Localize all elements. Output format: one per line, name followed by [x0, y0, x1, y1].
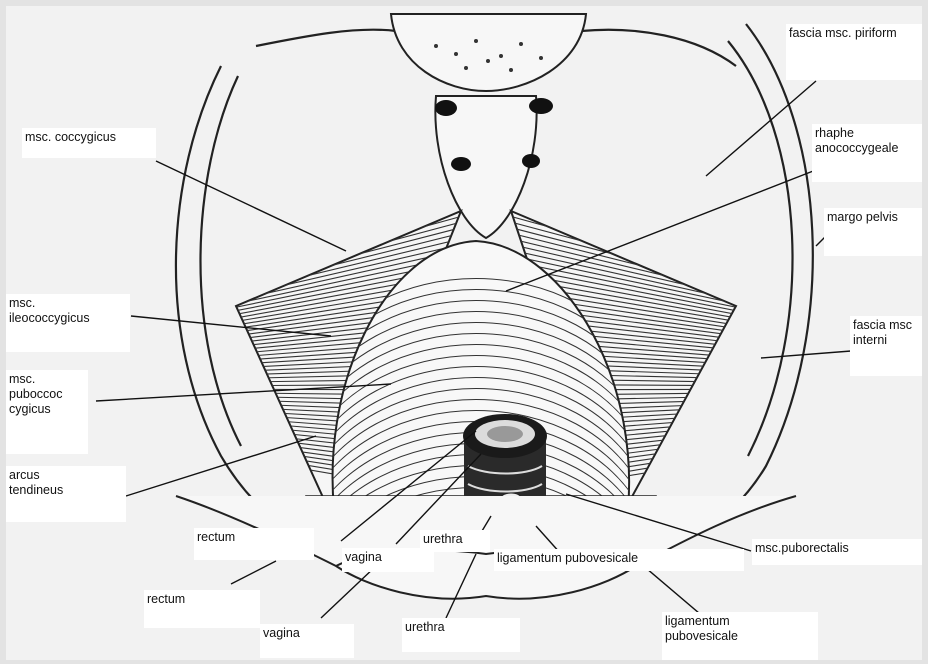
label-rhaphe: rhaphe anococcygeale [812, 124, 922, 182]
label-ligamentum-upper: ligamentum pubovesicale [494, 549, 744, 571]
label-margo-pelvis: margo pelvis [824, 208, 922, 256]
label-pubococcygicus: msc. puboccoc cygicus [6, 370, 88, 454]
label-coccygicus: msc. coccygicus [22, 128, 156, 158]
label-ligamentum-lower: ligamentum pubovesicale [662, 612, 818, 660]
label-ileococcygicus: msc. ileococcygicus [6, 294, 130, 352]
label-fascia-piriform: fascia msc. piriform [786, 24, 922, 80]
label-fascia-interni: fascia msc interni [850, 316, 922, 376]
label-urethra-lower: urethra [402, 618, 520, 652]
label-puborectalis: msc.puborectalis [752, 539, 922, 565]
label-vagina-lower: vagina [260, 624, 354, 658]
label-arcus-tendineus: arcus tendineus [6, 466, 126, 522]
label-rectum-upper: rectum [194, 528, 314, 560]
label-rectum-lower: rectum [144, 590, 260, 628]
sacrum [391, 14, 586, 238]
diagram-frame: fascia msc. piriform msc. coccygicus rha… [6, 6, 922, 660]
label-urethra-upper: urethra [420, 530, 490, 552]
